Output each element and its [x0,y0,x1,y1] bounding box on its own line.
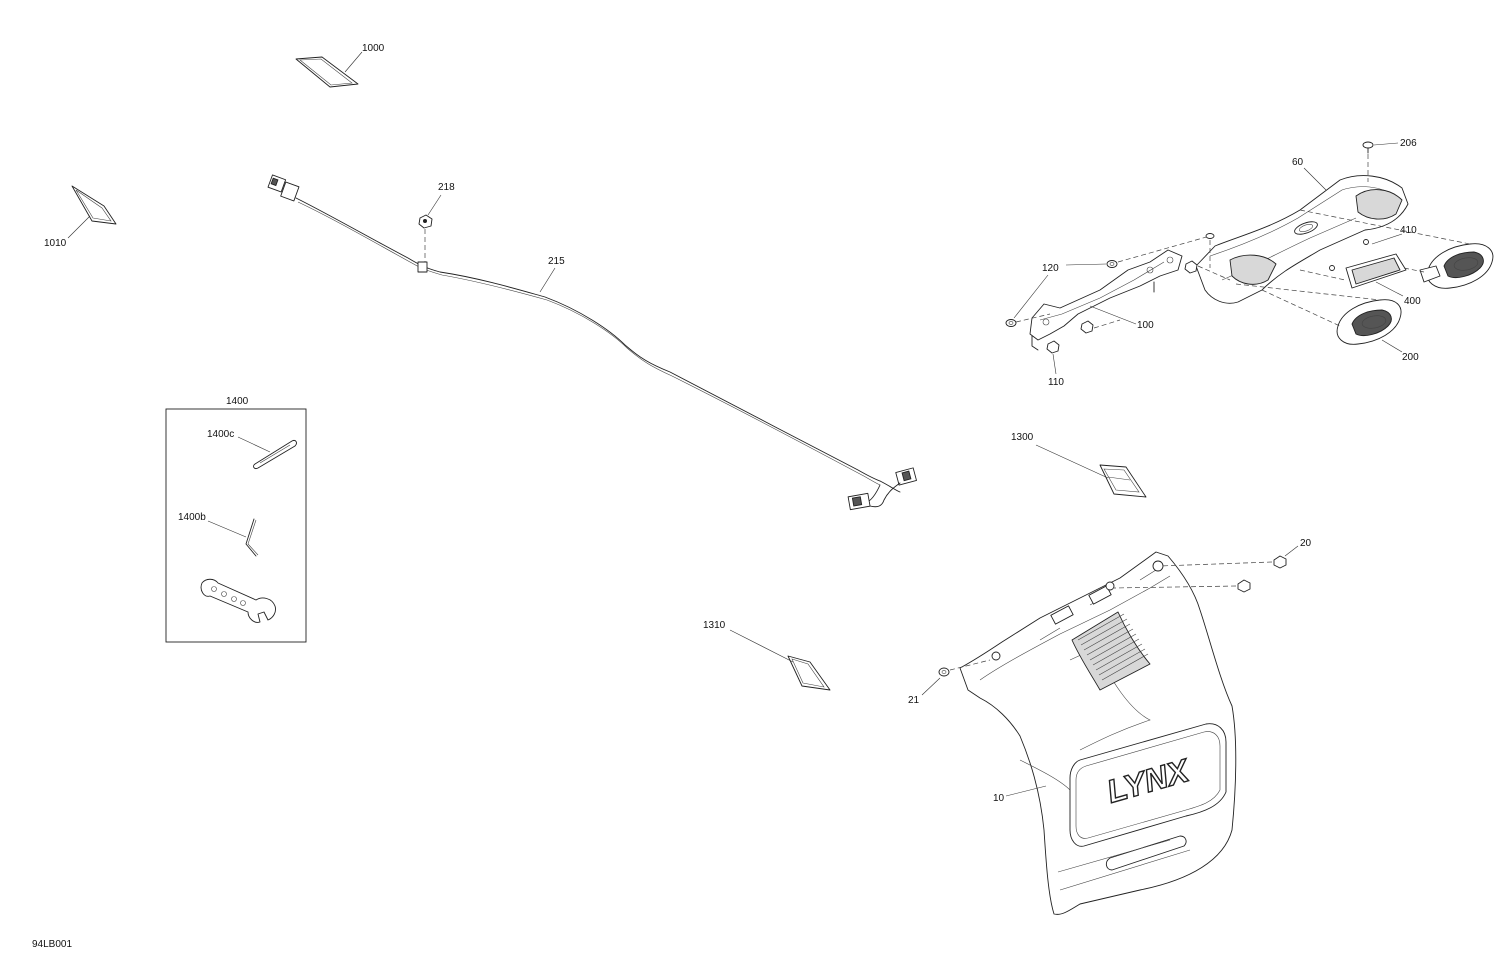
leader-1000 [344,51,363,73]
part-60-light-housing[interactable] [1195,175,1409,304]
part-200-light-unit[interactable] [1336,299,1402,345]
part-1010-decal[interactable] [71,185,117,225]
callout-400: 400 [1404,296,1421,307]
part-100-bracket[interactable] [1029,249,1183,351]
part-410-lens[interactable] [1329,239,1407,289]
callout-215: 215 [548,256,565,267]
callout-1400: 1400 [226,396,249,407]
leader-218 [427,194,442,216]
leader-10 [1005,785,1047,797]
leader-1400b [207,520,247,538]
callout-1300: 1300 [1011,432,1034,443]
callout-1400c: 1400c [207,429,234,440]
leader-1010 [67,215,91,239]
leader-120 [1065,263,1107,266]
part-1400-tool-kit[interactable] [165,408,307,643]
callout-1010: 1010 [44,238,67,249]
part-206-screw[interactable] [1362,141,1374,154]
part-21-washer[interactable] [938,667,950,677]
leader-100 [1089,305,1137,325]
leader-400 [1375,281,1404,297]
callout-10: 10 [993,793,1005,804]
leader-410 [1371,233,1403,245]
callout-120: 120 [1042,263,1059,274]
leader-20 [1284,545,1299,557]
leader-110 [1052,353,1057,375]
part-10-snow-flap[interactable]: LYNX [959,551,1237,915]
leader-206 [1373,142,1399,146]
leader-1310 [729,629,794,663]
leader-200 [1381,339,1403,353]
callout-100: 100 [1137,320,1154,331]
callout-1400b: 1400b [178,512,206,523]
callout-110: 110 [1048,377,1064,388]
part-1310-decal[interactable] [787,655,831,691]
part-400-light-unit[interactable] [1419,243,1494,289]
leader-215 [539,267,556,293]
callout-410: 410 [1400,225,1417,236]
leader-1300 [1035,444,1109,479]
harness-connector-right [847,467,917,511]
callout-218: 218 [438,182,455,193]
harness-clip [417,261,428,273]
part-110-nut[interactable] [1046,260,1198,354]
tool-1400b-hex-key [245,518,259,557]
callout-206: 206 [1400,138,1417,149]
part-218-fastener[interactable] [418,214,433,229]
leader-21 [921,677,941,696]
tool-wrench [200,578,276,623]
leader-1400c [237,436,271,453]
part-20-nut[interactable] [1237,555,1287,593]
callout-1000: 1000 [362,43,385,54]
housing-screw [1205,233,1215,268]
diagram-code: 94LB001 [32,939,72,950]
callout-60: 60 [1292,157,1304,168]
callout-21: 21 [908,695,920,706]
leader-60 [1303,167,1327,191]
harness-connector-left [267,174,300,202]
part-1300-decal[interactable] [1099,464,1147,498]
part-215-wiring-harness[interactable] [267,174,917,511]
callout-1310: 1310 [703,620,726,631]
callout-20: 20 [1300,538,1312,549]
callout-200: 200 [1402,352,1419,363]
tool-1400c-strap [253,440,297,469]
part-1000-decal[interactable] [295,56,359,88]
part-120-nut[interactable] [1005,260,1118,327]
